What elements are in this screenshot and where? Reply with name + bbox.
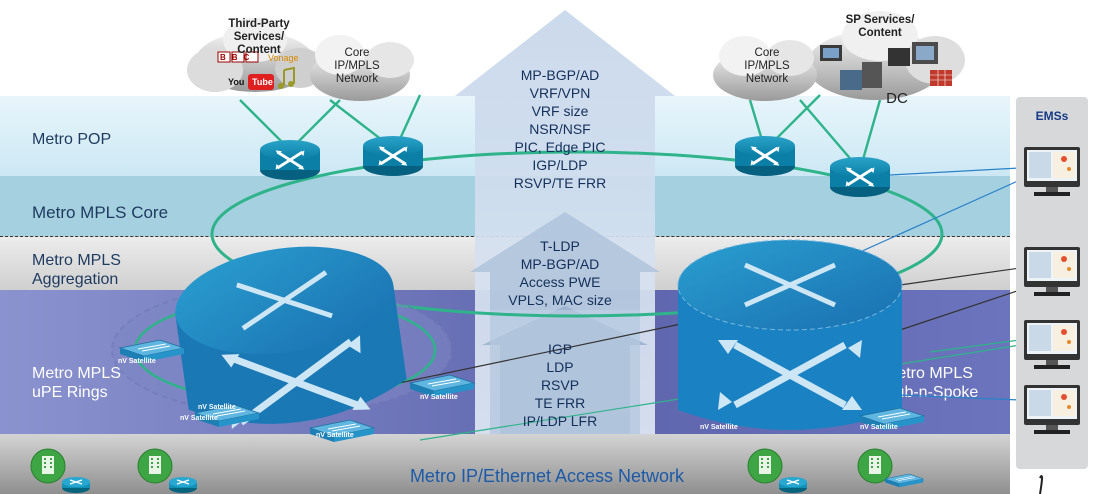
satellite-label-2: nV Satellite bbox=[420, 394, 458, 401]
core-right-cloud-text: Core IP/MPLS Network bbox=[744, 47, 790, 85]
layer-label-metro-mpls-core: Metro MPLS Core bbox=[32, 203, 169, 222]
big-router-right bbox=[677, 239, 903, 430]
ems-monitor-2 bbox=[1024, 247, 1080, 296]
sp-devices bbox=[820, 42, 952, 90]
bbc-logo-text: BBC bbox=[220, 53, 256, 62]
vonage-logo-text: Vonage bbox=[268, 53, 299, 63]
dc-label: DC bbox=[886, 90, 908, 107]
youtube-tube-text: Tube bbox=[252, 77, 273, 87]
protocol-stack-middle: T-LDP MP-BGP/AD Access PWE VPLS, MAC siz… bbox=[508, 238, 612, 308]
ems-monitor-1 bbox=[1024, 147, 1080, 196]
ems-monitors bbox=[1024, 147, 1080, 434]
ems-monitor-3 bbox=[1024, 320, 1080, 369]
protocol-stack-bottom: IGP LDP RSVP TE FRR IP/LDP LFR bbox=[522, 341, 598, 429]
satellite-label-1: nV Satellite bbox=[118, 358, 156, 365]
ems-panel: EMSs bbox=[1016, 97, 1088, 469]
core-left-cloud-text: Core IP/MPLS Network bbox=[334, 47, 380, 85]
protocol-stack-top: MP-BGP/AD VRF/VPN VRF size NSR/NSF PIC, … bbox=[513, 67, 607, 191]
cloud-core-left bbox=[310, 35, 414, 101]
satellite-label-4: nV Satellite bbox=[316, 432, 354, 439]
bbc-logo bbox=[217, 51, 259, 63]
pop-router-4 bbox=[830, 157, 890, 197]
big-router-left bbox=[175, 246, 407, 429]
layer-label-metro-pop: Metro POP bbox=[32, 131, 112, 148]
pop-router-3 bbox=[735, 136, 795, 176]
third-party-cloud-title: Third-Party Services/ Content bbox=[228, 18, 290, 56]
cloud-core-right bbox=[713, 36, 817, 101]
satellite-label-5: nV Satellite bbox=[700, 424, 738, 431]
ems-monitor-4 bbox=[1024, 385, 1080, 434]
sp-services-cloud-title: SP Services/ Content bbox=[845, 14, 915, 39]
youtube-logo-text: You bbox=[228, 77, 245, 87]
ems-title: EMSs bbox=[1035, 109, 1069, 123]
pop-router-1 bbox=[260, 140, 320, 180]
access-network-label: Metro IP/Ethernet Access Network bbox=[409, 466, 685, 486]
satellite-label-7: nV Satellite bbox=[180, 415, 218, 422]
pop-router-2 bbox=[363, 136, 423, 176]
youtube-logo bbox=[248, 74, 274, 90]
satellite-label-3: nV Satellite bbox=[198, 404, 236, 411]
satellite-label-6: nV Satellite bbox=[860, 424, 898, 431]
music-icon bbox=[278, 66, 295, 89]
